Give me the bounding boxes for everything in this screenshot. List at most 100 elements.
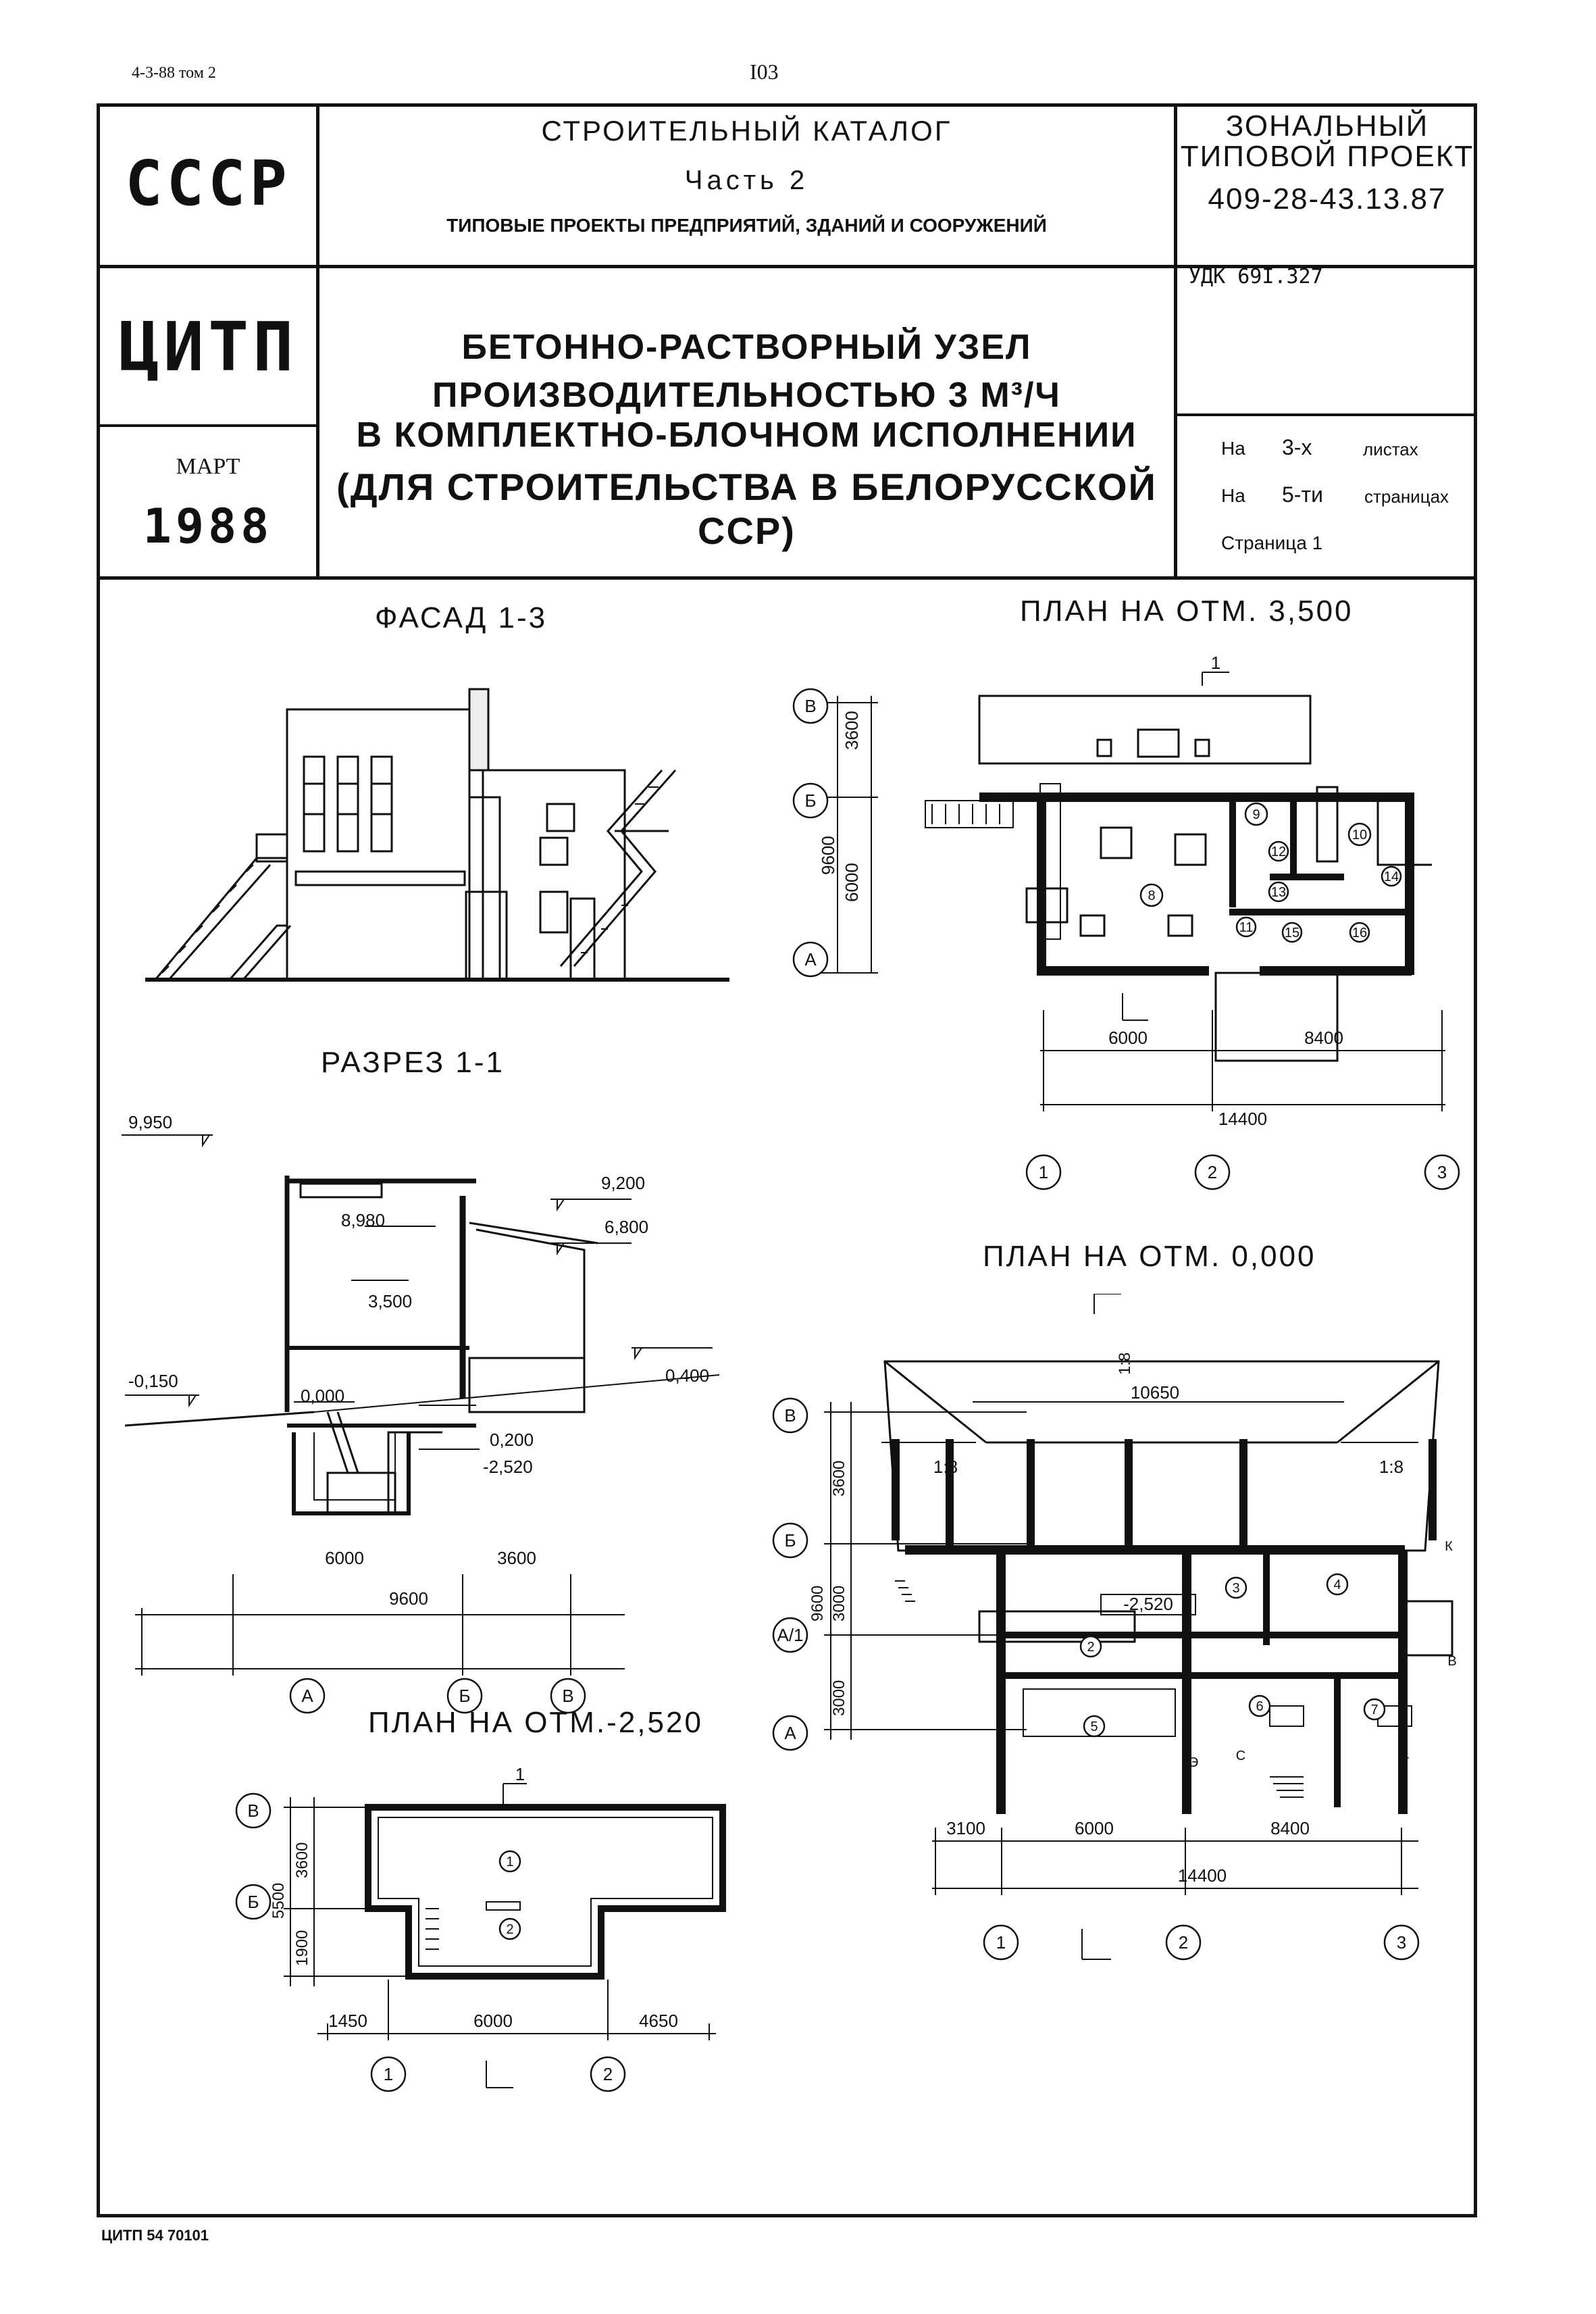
level: 8,980 <box>341 1210 385 1230</box>
level: 0,200 <box>490 1430 534 1450</box>
stamp-ussr: СССР <box>125 147 291 220</box>
plan-350-title: ПЛАН НА ОТМ. 3,500 <box>1020 595 1354 628</box>
project-zonal: ЗОНАЛЬНЫЙ <box>1225 109 1429 143</box>
letter: К <box>1445 1539 1453 1554</box>
dim: 8400 <box>1270 1818 1310 1838</box>
axis-3: 3 <box>1397 1932 1406 1953</box>
room-num: 2 <box>1087 1640 1094 1655</box>
axis-2: 2 <box>1179 1932 1188 1953</box>
room-num: 8 <box>1148 888 1155 903</box>
room-num: 1 <box>506 1855 513 1869</box>
pages-c: страницах <box>1364 486 1449 507</box>
stamp-month: МАРТ <box>176 454 240 479</box>
sheet-frame <box>97 103 1477 2217</box>
dim: 9600 <box>818 836 838 875</box>
title-line-3: В КОМПЛЕКТНО-БЛОЧНОМ ИСПОЛНЕНИИ <box>356 416 1137 455</box>
letter: Т <box>1401 1755 1409 1770</box>
dim: 6000 <box>842 863 862 902</box>
sheets-a: На <box>1221 438 1245 459</box>
dim: 6000 <box>325 1548 364 1568</box>
room-num: 12 <box>1271 845 1286 859</box>
level: 9,950 <box>128 1112 172 1132</box>
room-num: 15 <box>1285 926 1299 940</box>
level: 3,500 <box>368 1291 412 1311</box>
divider <box>97 424 319 427</box>
room-num: 9 <box>1252 807 1260 822</box>
axis-1: 1 <box>384 2064 393 2084</box>
pages-a: На <box>1221 485 1245 506</box>
plan-000-title: ПЛАН НА ОТМ. 0,000 <box>983 1240 1316 1273</box>
level: 0,000 <box>301 1386 344 1406</box>
dim: 3100 <box>946 1818 985 1838</box>
room-num: 7 <box>1370 1703 1378 1717</box>
level-mark: -2,520 <box>1123 1594 1173 1614</box>
stamp-year: 1988 <box>143 499 274 554</box>
level: -0,150 <box>128 1371 178 1391</box>
slope: 1:8 <box>1116 1353 1134 1375</box>
divider <box>97 265 1477 268</box>
footer-code: ЦИТП 54 70101 <box>101 2227 209 2244</box>
level: 9,200 <box>601 1173 645 1193</box>
cut-label: 1 <box>1211 653 1220 673</box>
dim: 5500 <box>269 1883 288 1919</box>
axis-2: 2 <box>603 2064 613 2084</box>
document-ref: 4-3-88 том 2 <box>132 64 216 82</box>
letter: Э <box>1189 1755 1198 1770</box>
dim: 3600 <box>293 1842 311 1878</box>
axis-b: Б <box>459 1686 470 1706</box>
dim: 3000 <box>830 1680 848 1716</box>
divider <box>1174 103 1177 580</box>
axis-b: Б <box>784 1530 796 1551</box>
axis-b: Б <box>247 1892 259 1912</box>
level: -2,520 <box>483 1457 533 1477</box>
facade-drawing <box>145 688 729 982</box>
room-num: 3 <box>1232 1581 1239 1596</box>
sheets-b: 3-х <box>1282 435 1312 459</box>
dim: 4650 <box>639 2011 678 2031</box>
slope: 1:8 <box>933 1457 958 1477</box>
axis-v: В <box>784 1405 796 1426</box>
catalog-subtitle: ТИПОВЫЕ ПРОЕКТЫ ПРЕДПРИЯТИЙ, ЗДАНИЙ И СО… <box>446 215 1047 236</box>
title-line-1: БЕТОННО-РАСТВОРНЫЙ УЗЕЛ <box>461 328 1032 367</box>
dim: 1450 <box>328 2011 367 2031</box>
plan-m252-title: ПЛАН НА ОТМ.-2,520 <box>368 1706 703 1739</box>
page-label: Страница 1 <box>1221 532 1323 553</box>
catalog-title: СТРОИТЕЛЬНЫЙ КАТАЛОГ <box>541 115 952 147</box>
title-line-2: ПРОИЗВОДИТЕЛЬНОСТЬЮ 3 М³/Ч <box>432 376 1061 415</box>
pages-b: 5-ти <box>1282 482 1323 507</box>
udk-code: УДК 69I.327 <box>1189 265 1323 288</box>
axis-1: 1 <box>1039 1162 1048 1182</box>
divider <box>316 103 319 580</box>
room-num: 4 <box>1333 1578 1341 1592</box>
dim: 3600 <box>830 1461 848 1496</box>
plan-350-drawing: В Б А 1 2 3 6000 8400 14400 1 8 9 10 11 … <box>792 653 1460 1190</box>
axis-a1: А/1 <box>777 1625 803 1645</box>
cut-label: 1 <box>515 1764 525 1784</box>
axis-3: 3 <box>1437 1162 1447 1182</box>
level: 0,400 <box>665 1365 709 1386</box>
room-num: 13 <box>1271 885 1286 900</box>
plan-000-drawing: В Б А/1 А 1 2 3 10650 3100 6000 8400 144… <box>772 1294 1457 1961</box>
dim: 9600 <box>808 1586 827 1621</box>
dim: 8400 <box>1304 1028 1343 1048</box>
room-num: 14 <box>1384 870 1399 884</box>
axis-v: В <box>562 1686 573 1706</box>
dim: 14400 <box>1178 1865 1227 1886</box>
room-num: 10 <box>1352 828 1367 842</box>
slope: 1:8 <box>1379 1457 1404 1477</box>
axis-b: Б <box>804 790 816 811</box>
dim: 6000 <box>473 2011 513 2031</box>
dim: 3600 <box>842 711 862 750</box>
dim: 6000 <box>1108 1028 1148 1048</box>
dim: 6000 <box>1075 1818 1114 1838</box>
axis-a: А <box>804 949 817 970</box>
sheets-c: листах <box>1363 439 1418 459</box>
room-num: 5 <box>1090 1719 1098 1734</box>
catalog-part: Часть 2 <box>684 166 809 195</box>
dim: 1900 <box>293 1930 311 1966</box>
axis-a: А <box>301 1686 313 1706</box>
dim: 10650 <box>1131 1382 1179 1403</box>
dim: 14400 <box>1218 1109 1267 1129</box>
dim: 9600 <box>389 1588 428 1609</box>
divider <box>97 576 1477 580</box>
